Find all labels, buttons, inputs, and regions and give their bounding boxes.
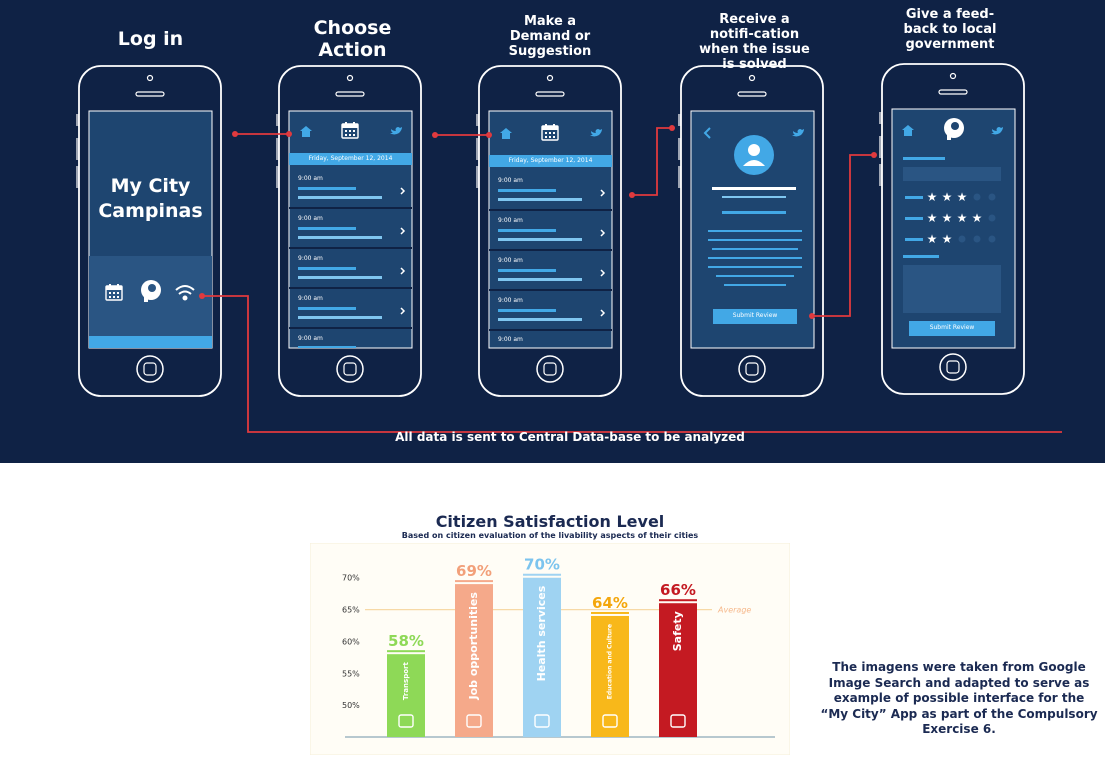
- phone-make-demand: [475, 65, 622, 397]
- app-name-line2: Campinas: [98, 199, 203, 222]
- bar-cap: [455, 580, 493, 583]
- date-bar: Friday, September 12, 2014: [508, 157, 593, 164]
- date-bar: Friday, September 12, 2014: [308, 155, 393, 162]
- app-name: My City Campinas: [89, 174, 212, 223]
- category-icon: [466, 714, 482, 728]
- flow-connectors: [202, 127, 1062, 433]
- bar-value-label: 58%: [388, 632, 424, 650]
- bar-value-label: 66%: [660, 581, 696, 599]
- star-empty-icon: [973, 193, 981, 201]
- star-empty-icon: [958, 235, 966, 243]
- category-icon: [534, 714, 550, 728]
- star-filled-icon: ★: [957, 211, 968, 225]
- star-filled-icon: ★: [927, 232, 938, 246]
- bar-category-label: Education and Culture: [607, 624, 614, 699]
- step-title-choose-action: Choose Action: [313, 17, 392, 61]
- rating-rows: ★ ★ ★ ★ ★ ★ ★ ★ ★: [905, 190, 996, 246]
- average-label: Average: [717, 606, 751, 615]
- bar-category-label: Job opportunities: [467, 592, 480, 701]
- y-tick-label: 50%: [342, 701, 360, 710]
- star-empty-icon: [988, 193, 996, 201]
- bar-value-label: 64%: [592, 594, 628, 612]
- time-label: 9:00 am: [298, 335, 323, 342]
- back-icon: [703, 127, 711, 139]
- star-filled-icon: ★: [972, 211, 983, 225]
- y-tick-label: 55%: [342, 669, 360, 678]
- star-filled-icon: ★: [927, 190, 938, 204]
- bar-category-label: Transport: [402, 662, 410, 701]
- time-label: 9:00 am: [498, 297, 523, 304]
- rating-label-bar: [905, 238, 923, 241]
- bar: [591, 615, 629, 737]
- category-icon: [398, 714, 414, 728]
- phone-feedback: ★ ★ ★ ★ ★ ★ ★ ★ ★: [878, 63, 1025, 395]
- step-title-notification: Receive a notifi-cation when the issue i…: [699, 12, 810, 72]
- phone-notification: [677, 65, 824, 397]
- bar-cap: [387, 650, 425, 653]
- phone-login: [75, 65, 222, 397]
- rating-label-bar: [905, 217, 923, 220]
- action-list-bars: [289, 187, 412, 348]
- pin-logo-icon: [141, 280, 161, 302]
- star-filled-icon: ★: [957, 190, 968, 204]
- category-icon: [602, 714, 618, 728]
- time-label: 9:00 am: [498, 336, 523, 343]
- step-title-make-demand: Make a Demand or Suggestion: [508, 14, 592, 59]
- star-filled-icon: ★: [927, 211, 938, 225]
- bar-category-label: Health services: [535, 585, 548, 681]
- wifi-icon: [175, 285, 195, 301]
- connector-dots: [199, 125, 877, 319]
- bar: [455, 584, 493, 737]
- image-credit-note: The imagens were taken from Google Image…: [820, 660, 1098, 737]
- star-filled-icon: ★: [942, 211, 953, 225]
- satisfaction-chart: 50% 55% 60% 65% 70% Average 58% Transport 69% Job…: [310, 543, 790, 755]
- time-label: 9:00 am: [298, 255, 323, 262]
- phone-mockups: ★ ★ ★ ★ ★ ★ ★ ★ ★: [75, 63, 1062, 433]
- rating-label-bar: [905, 196, 923, 199]
- bar-cap: [591, 611, 629, 614]
- phone-choose-action: [275, 65, 422, 397]
- pin-logo-icon: [944, 118, 964, 140]
- star-filled-icon: ★: [942, 190, 953, 204]
- data-flow-note: All data is sent to Central Data-base to…: [395, 430, 745, 444]
- star-filled-icon: ★: [942, 232, 953, 246]
- time-label: 9:00 am: [298, 175, 323, 182]
- chart-title: Citizen Satisfaction Level: [435, 512, 665, 531]
- bar-category-label: Safety: [671, 611, 684, 651]
- time-label: 9:00 am: [498, 177, 523, 184]
- time-label: 9:00 am: [498, 217, 523, 224]
- category-icon: [670, 714, 686, 728]
- star-empty-icon: [988, 235, 996, 243]
- y-tick-label: 70%: [342, 574, 360, 583]
- submit-review-button: Submit Review: [732, 312, 778, 319]
- y-tick-label: 65%: [342, 606, 360, 615]
- bar: [387, 654, 425, 737]
- star-empty-icon: [973, 235, 981, 243]
- avatar: [734, 135, 774, 175]
- step-title-feedback: Give a feed-back to local government: [903, 7, 997, 52]
- y-tick-label: 60%: [342, 637, 360, 646]
- submit-review-button: Submit Review: [929, 324, 975, 331]
- bar-value-label: 70%: [524, 556, 560, 574]
- time-label: 9:00 am: [298, 215, 323, 222]
- chart-subtitle: Based on citizen evaluation of the livab…: [401, 531, 699, 540]
- bar-cap: [659, 599, 697, 602]
- time-label: 9:00 am: [498, 257, 523, 264]
- star-empty-icon: [988, 214, 996, 222]
- time-label: 9:00 am: [298, 295, 323, 302]
- bar-value-label: 69%: [456, 562, 492, 580]
- demand-list-bars: [489, 189, 612, 331]
- app-name-line1: My City: [110, 175, 191, 197]
- step-title-login: Log in: [117, 28, 184, 50]
- bar: [523, 577, 561, 737]
- bar-cap: [523, 573, 561, 576]
